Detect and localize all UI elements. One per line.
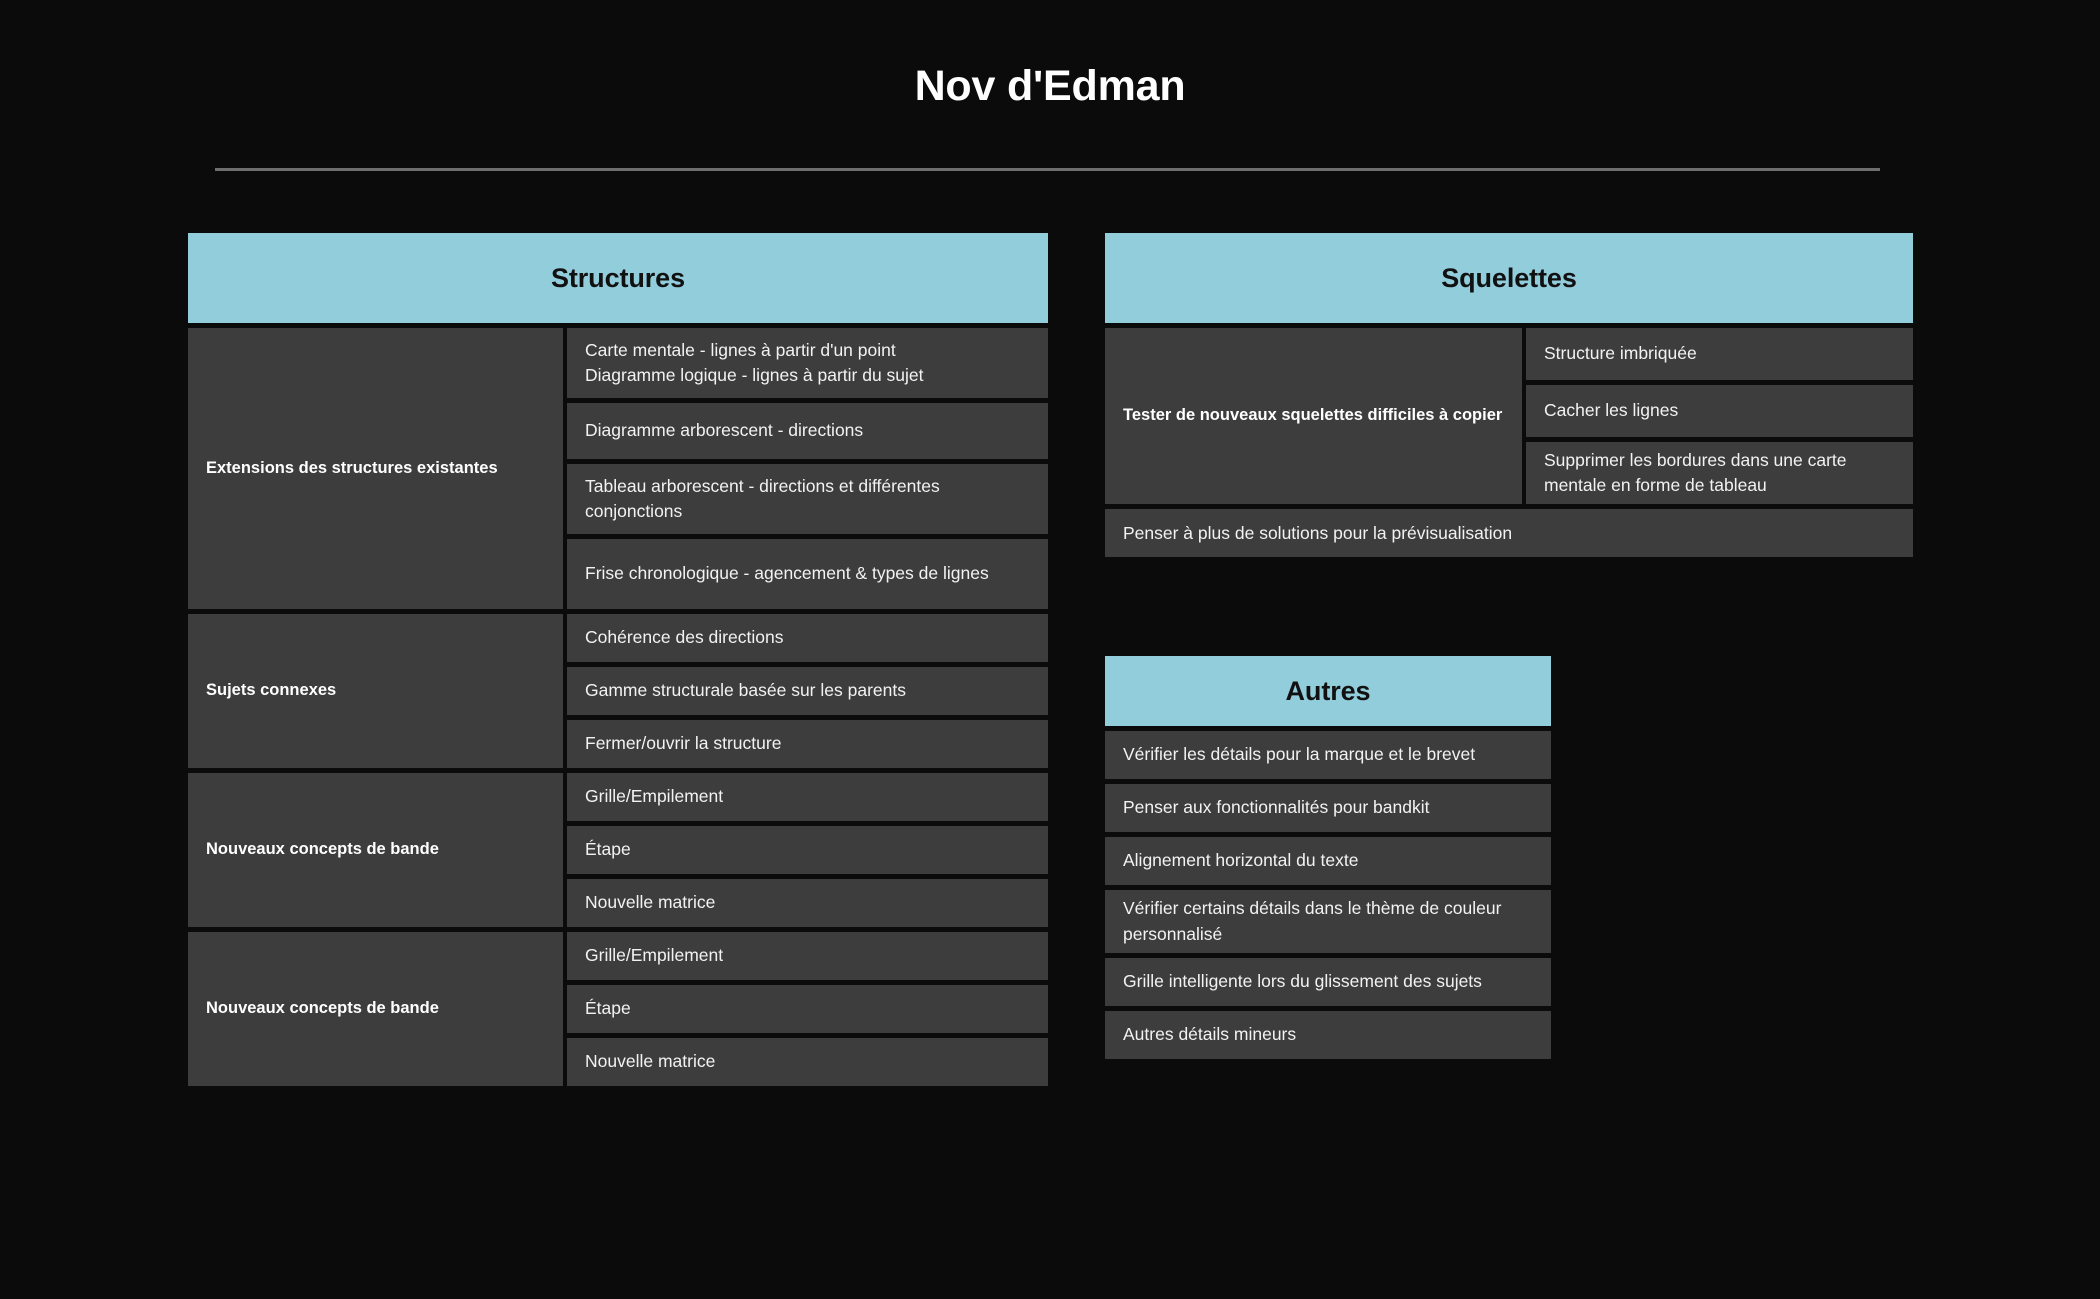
- group-item-column: Carte mentale - lignes à partir d'un poi…: [567, 328, 1048, 609]
- structures-item-row[interactable]: Étape: [567, 826, 1048, 874]
- structures-group-list: Extensions des structures existantes Cart…: [188, 328, 1048, 1086]
- squelettes-footer-row[interactable]: Penser à plus de solutions pour la prévi…: [1105, 509, 1913, 557]
- structures-item-row[interactable]: Carte mentale - lignes à partir d'un poi…: [567, 328, 1048, 398]
- autres-item-row[interactable]: Penser aux fonctionnalités pour bandkit: [1105, 784, 1551, 832]
- autres-item-row[interactable]: Grille intelligente lors du glissement d…: [1105, 958, 1551, 1006]
- section-autres: Autres Vérifier les détails pour la marq…: [1105, 656, 1551, 1059]
- section-squelettes: Squelettes Tester de nouveaux squelettes…: [1105, 233, 1913, 557]
- autres-item-row[interactable]: Vérifier les détails pour la marque et l…: [1105, 731, 1551, 779]
- structures-item-row[interactable]: Grille/Empilement: [567, 773, 1048, 821]
- structures-item-row[interactable]: Étape: [567, 985, 1048, 1033]
- structures-group-label[interactable]: Sujets connexes: [188, 614, 563, 768]
- title-divider: [215, 168, 1880, 171]
- group-row: Extensions des structures existantes Cart…: [188, 328, 1048, 609]
- autres-item-row[interactable]: Alignement horizontal du texte: [1105, 837, 1551, 885]
- structures-item-row[interactable]: Nouvelle matrice: [567, 879, 1048, 927]
- structures-item-row[interactable]: Grille/Empilement: [567, 932, 1048, 980]
- structures-item-row[interactable]: Fermer/ouvrir la structure: [567, 720, 1048, 768]
- cell-text-line: Carte mentale - lignes à partir d'un poi…: [585, 339, 896, 360]
- structures-group-label[interactable]: Nouveaux concepts de bande: [188, 773, 563, 927]
- structures-item-row[interactable]: Cohérence des directions: [567, 614, 1048, 662]
- squelettes-item-row[interactable]: Supprimer les bordures dans une carte me…: [1526, 442, 1913, 504]
- autres-item-list: Vérifier les détails pour la marque et l…: [1105, 731, 1551, 1059]
- autres-item-row[interactable]: Vérifier certains détails dans le thème …: [1105, 890, 1551, 953]
- squelettes-group-list: Tester de nouveaux squelettes difficiles…: [1105, 328, 1913, 504]
- structures-item-row[interactable]: Gamme structurale basée sur les parents: [567, 667, 1048, 715]
- autres-item-row[interactable]: Autres détails mineurs: [1105, 1011, 1551, 1059]
- structures-item-row[interactable]: Frise chronologique - agencement & types…: [567, 539, 1048, 609]
- section-header-squelettes: Squelettes: [1105, 233, 1913, 323]
- squelettes-group-label[interactable]: Tester de nouveaux squelettes difficiles…: [1105, 328, 1522, 504]
- structures-group-label[interactable]: Extensions des structures existantes: [188, 328, 563, 609]
- cell-text-line: Diagramme logique - lignes à partir du s…: [585, 365, 924, 385]
- section-header-autres: Autres: [1105, 656, 1551, 726]
- structures-item-row[interactable]: Diagramme arborescent - directions: [567, 403, 1048, 459]
- section-structures: Structures Extensions des structures exi…: [188, 233, 1048, 1086]
- squelettes-item-row[interactable]: Cacher les lignes: [1526, 385, 1913, 437]
- section-header-structures: Structures: [188, 233, 1048, 323]
- structures-item-row[interactable]: Tableau arborescent - directions et diff…: [567, 464, 1048, 534]
- group-row: Tester de nouveaux squelettes difficiles…: [1105, 328, 1913, 504]
- structures-item-row[interactable]: Nouvelle matrice: [567, 1038, 1048, 1086]
- structures-group-label[interactable]: Nouveaux concepts de bande: [188, 932, 563, 1086]
- page-title: Nov d'Edman: [914, 62, 1186, 110]
- squelettes-item-row[interactable]: Structure imbriquée: [1526, 328, 1913, 380]
